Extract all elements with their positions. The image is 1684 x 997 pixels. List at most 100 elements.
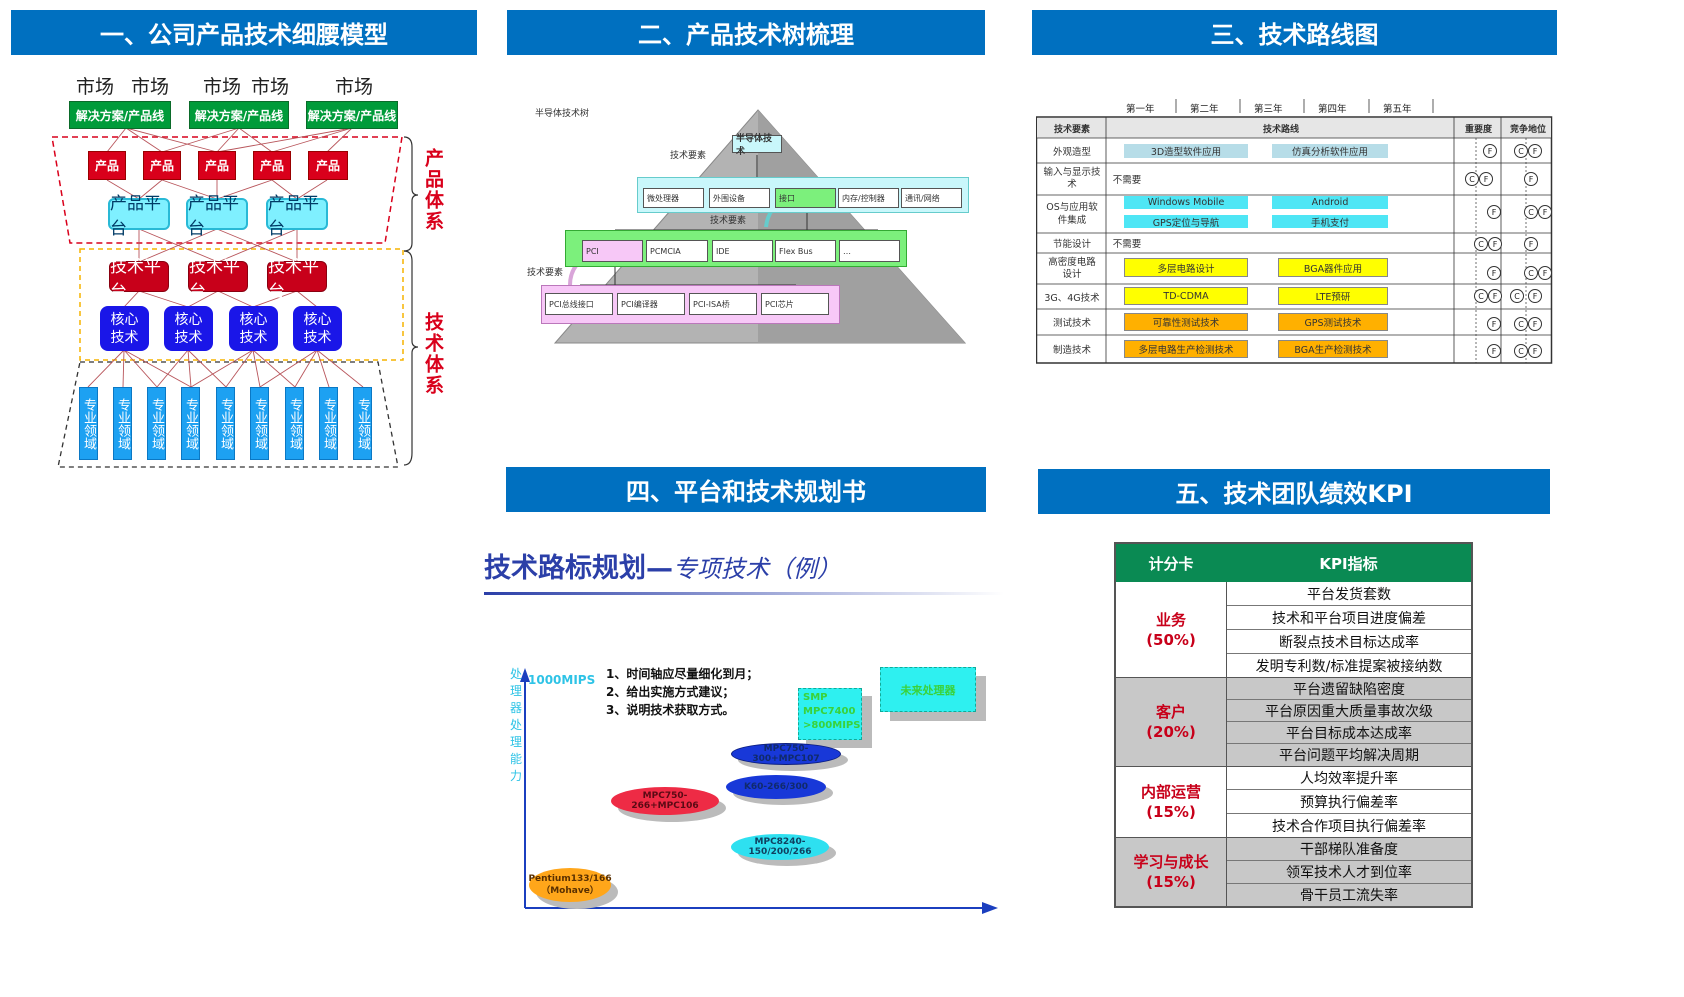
panel5-title: 五、技术团队绩效KPI (1038, 469, 1550, 514)
row-name: 3G、4G技术 (1044, 292, 1100, 304)
panel1-title: 一、公司产品技术细腰模型 (11, 10, 477, 55)
col-header: 竞争地位 (1509, 124, 1546, 135)
core-tech-box: 核心技术 (229, 306, 278, 351)
kpi-category-name: 学习与成长 (1133, 853, 1209, 871)
tech-system-label: 技术体系 (422, 312, 444, 396)
kpi-item: 发明专利数/标准提案被接纳数 (1255, 658, 1443, 675)
kpi-item: 平台问题平均解决周期 (1279, 748, 1419, 764)
rating-circle: F (1487, 317, 1501, 331)
product-platform-box: 产品平台 (186, 194, 248, 239)
specialty-box: 专业领域 (79, 387, 98, 460)
kpi-divider (1226, 582, 1227, 906)
rating-circle: F (1487, 205, 1501, 219)
year-label: 第三年 (1254, 104, 1283, 115)
rating-circle: C (1514, 144, 1528, 158)
kpi-group-bg (1116, 838, 1471, 906)
row-name: 高密度电路设计 (1048, 256, 1096, 280)
kpi-item: 技术和平台项目进度偏差 (1227, 606, 1471, 630)
row-name: 输入与显示技术 (1043, 167, 1101, 190)
route-item: BGA生产检测技术 (1278, 340, 1388, 358)
rating-circle: C (1514, 344, 1528, 358)
specialty-box: 专业领域 (319, 387, 338, 460)
rating-circle: C (1524, 266, 1538, 280)
kpi-item: 干部梯队准备度 (1227, 838, 1471, 861)
roadmap-ellipse: MPC750-266+MPC106 (611, 787, 719, 815)
tree-node: PCI (582, 240, 643, 262)
roadmap-ellipse: MPC750-300+MPC107 (731, 743, 841, 765)
kpi-category-name: 客户 (1155, 703, 1186, 721)
route-item: GPS测试技术 (1278, 313, 1388, 331)
y-axis-label: 处理器处理能力 (509, 667, 522, 783)
roadmap-ellipse: MPC8240-150/200/266 (731, 834, 829, 860)
row-name: OS与应用软件集成 (1046, 202, 1098, 226)
roadmap-ellipse: K60-266/300 (726, 775, 826, 799)
kpi-item: 平台遗留缺陷密度 (1227, 678, 1471, 700)
kpi-item: 平台目标成本达成率 (1227, 722, 1471, 744)
core-tech-box: 核心技术 (293, 306, 342, 351)
product-box: 产品 (143, 151, 181, 180)
rating-circle: F (1488, 237, 1502, 251)
rating-circle: F (1528, 144, 1542, 158)
y-tick-label: 1000MIPS (528, 673, 596, 687)
element-label: 技术要素 (527, 268, 564, 278)
specialty-box: 专业领域 (353, 387, 372, 460)
specialty-box: 专业领域 (181, 387, 200, 460)
product-box: 产品 (253, 151, 291, 180)
rating-circle: C (1514, 317, 1528, 331)
rating-circle: F (1524, 172, 1538, 186)
panel3-title: 三、技术路线图 (1032, 10, 1557, 55)
core-tech-box: 核心技术 (164, 306, 213, 351)
kpi-item: 预算执行偏差率 (1227, 790, 1471, 814)
tree-node: … (839, 240, 900, 262)
route-item: BGA器件应用 (1278, 258, 1388, 277)
element-label: 技术要素 (710, 216, 747, 226)
tree-node: IDE (712, 240, 773, 262)
note: 2、给出实施方式建议； (606, 685, 735, 699)
kpi-category-pct: (15%) (1146, 803, 1196, 821)
tree-node: 外围设备 (709, 188, 770, 208)
route-item: LTE预研 (1278, 287, 1388, 305)
tree-node: 接口 (775, 188, 836, 208)
market-label: 市场 (203, 76, 242, 98)
tree-node: PCI-ISA桥 (689, 293, 757, 315)
tech-platform-box: 技术平台 (109, 257, 169, 302)
product-platform-box: 产品平台 (108, 194, 170, 239)
row-name: 节能设计 (1052, 239, 1091, 250)
rating-circle: C (1474, 289, 1488, 303)
route-item: Windows Mobile (1124, 196, 1248, 209)
rating-circle: C (1524, 205, 1538, 219)
kpi-category: 内部运营 (15%) (1116, 767, 1226, 837)
market-label: 市场 (335, 76, 374, 98)
tree-node: 微处理器 (643, 188, 704, 208)
kpi-table (1114, 542, 1473, 908)
kpi-category: 客户 (20%) (1116, 678, 1226, 766)
kpi-header-bg (1116, 544, 1471, 582)
rating-circle: F (1538, 266, 1552, 280)
route-text: 不需要 (1112, 175, 1142, 186)
note: 1、时间轴应尽量细化到月； (606, 667, 759, 681)
element-label: 技术要素 (670, 151, 707, 161)
rating-circle: F (1528, 344, 1542, 358)
kpi-col-header: 计分卡 (1148, 554, 1194, 573)
product-box: 产品 (88, 151, 126, 180)
kpi-item: 技术合作项目执行偏差率 (1272, 818, 1426, 835)
rating-circle: F (1487, 266, 1501, 280)
specialty-box: 专业领域 (216, 387, 235, 460)
market-label: 市场 (131, 76, 170, 98)
row-name: 制造技术 (1052, 345, 1091, 356)
route-text: 不需要 (1112, 239, 1142, 250)
tree-node: PCMCIA (646, 240, 708, 262)
rating-circle: C (1510, 289, 1524, 303)
core-tech-box: 核心技术 (100, 306, 149, 351)
kpi-category-pct: (20%) (1146, 723, 1196, 741)
kpi-divider (1116, 837, 1471, 838)
year-label: 第二年 (1190, 104, 1219, 115)
product-platform-box: 产品平台 (266, 194, 328, 239)
product-system-label: 产品体系 (422, 148, 444, 232)
heading-underline (484, 592, 1004, 595)
rating-circle: C (1465, 172, 1479, 186)
route-item: 多层电路生产检测技术 (1124, 340, 1248, 358)
kpi-item: 领军技术人才到位率 (1227, 861, 1471, 884)
route-item: 仿真分析软件应用 (1272, 144, 1388, 158)
rating-circle: F (1479, 172, 1493, 186)
